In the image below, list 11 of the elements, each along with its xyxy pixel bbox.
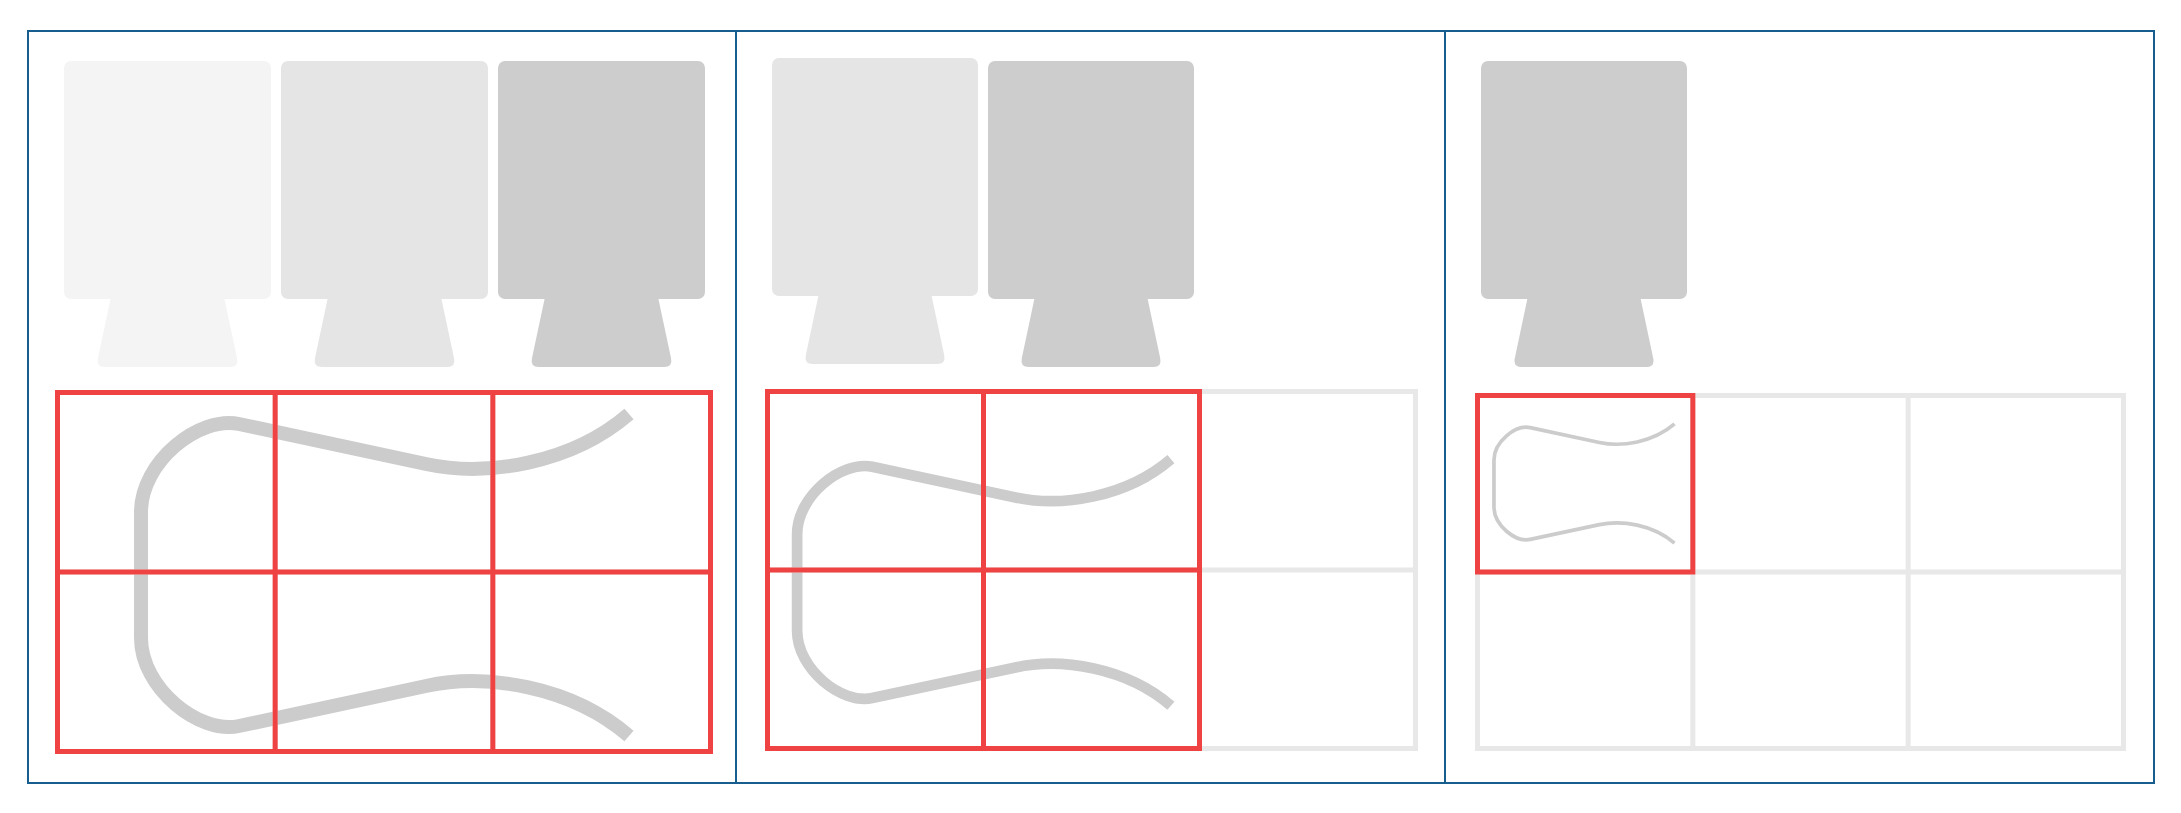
panel [27,30,737,784]
cell-grid [1475,393,2126,751]
panel [735,30,1446,784]
panel [1444,30,2155,784]
cell-grid [55,390,713,754]
monitor-icon [498,61,705,367]
monitor-icon [1481,61,1687,367]
monitor-icon [988,61,1194,367]
cell-grid [765,389,1418,751]
monitor-icon [772,58,978,364]
monitor-icon [281,61,488,367]
